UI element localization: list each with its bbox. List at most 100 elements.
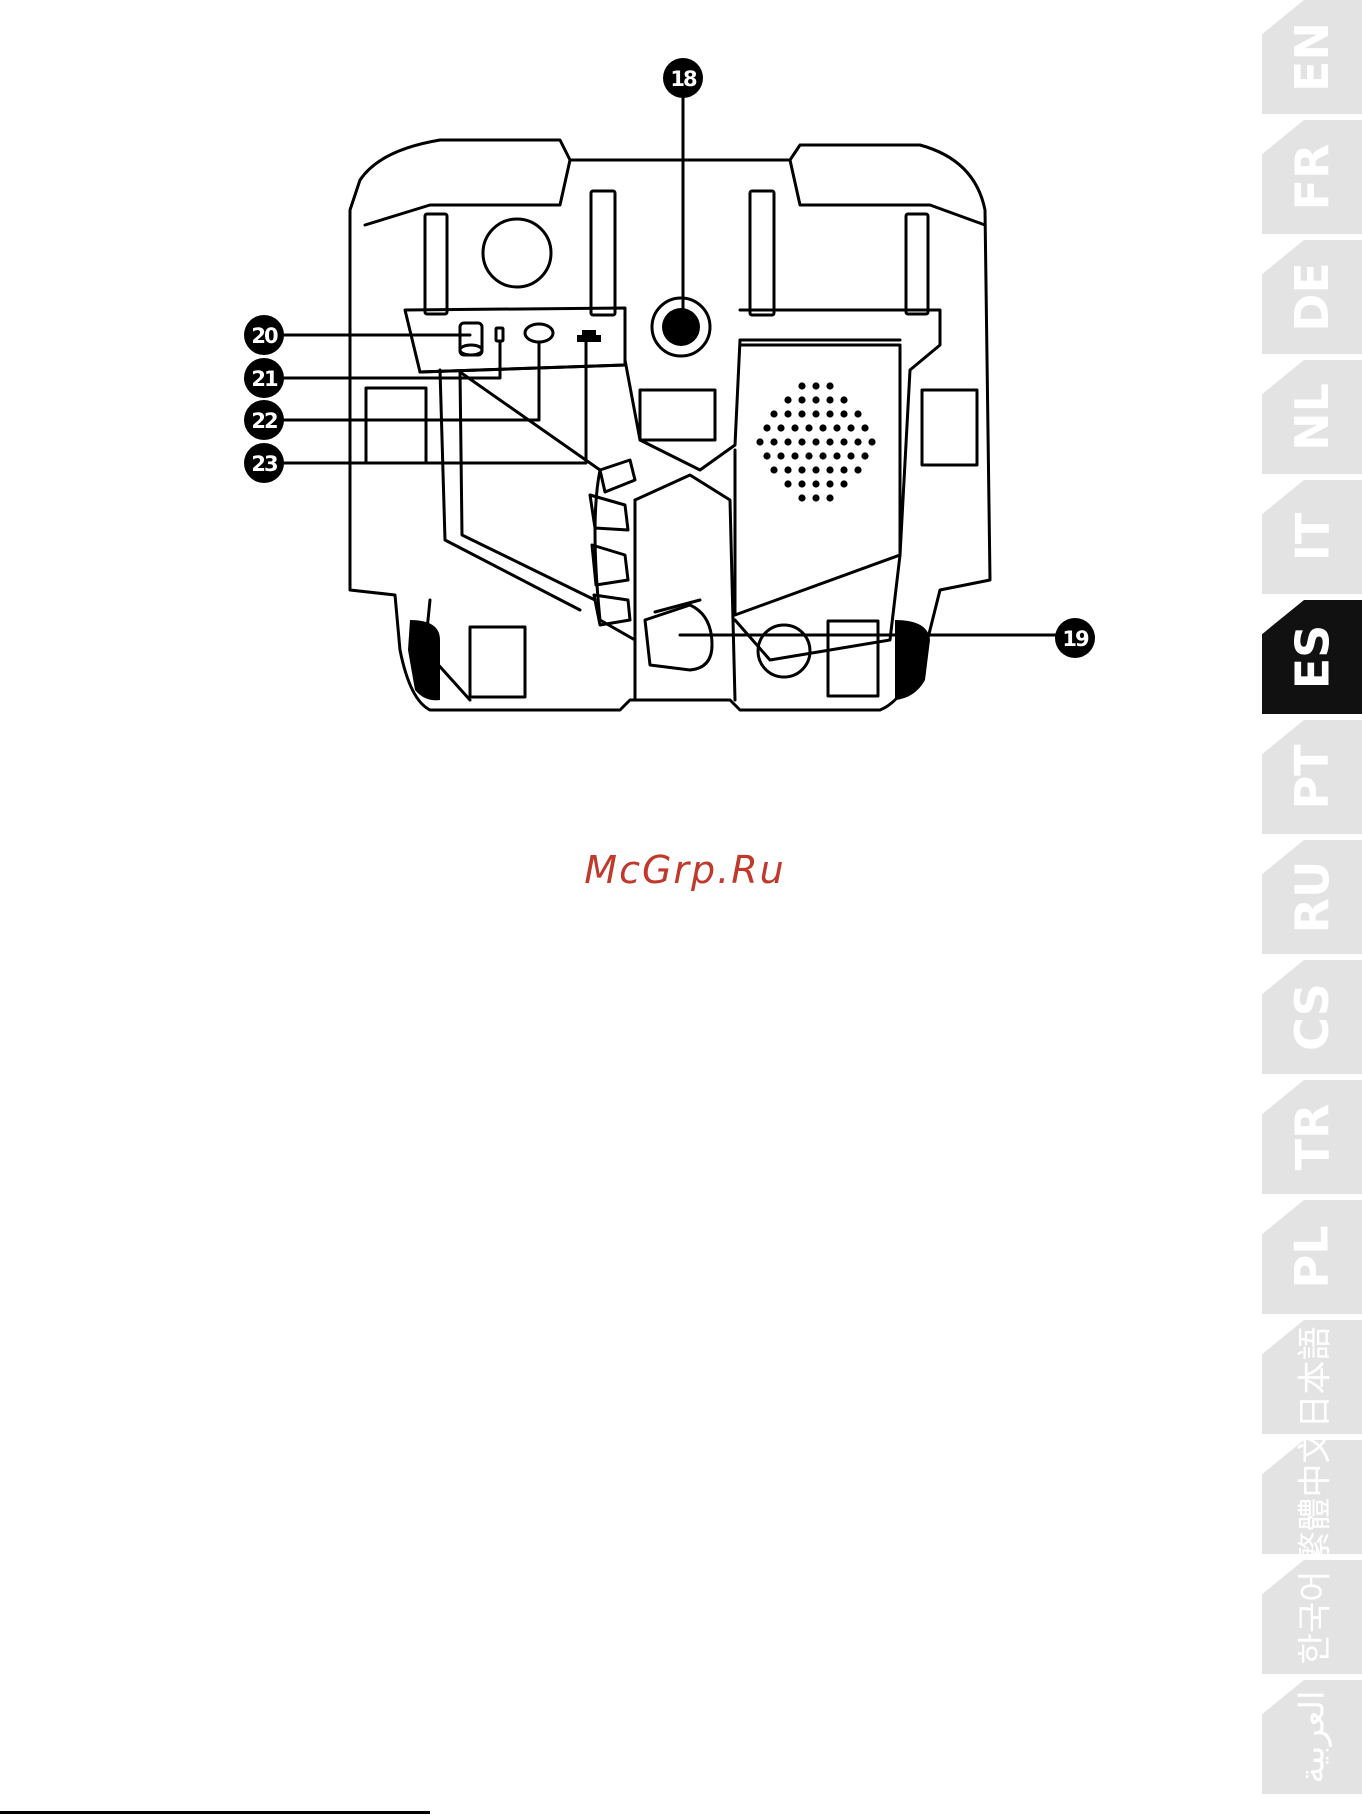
- grille-dot: [798, 480, 805, 487]
- grille-dot: [756, 438, 763, 445]
- grille-dot: [826, 480, 833, 487]
- grille-dot: [784, 396, 791, 403]
- callout-18-label: 18: [670, 67, 697, 91]
- grille-dot: [861, 452, 868, 459]
- tab-label: ES: [1285, 625, 1339, 690]
- tab-label: العربية: [1292, 1691, 1332, 1784]
- grille-dot: [798, 410, 805, 417]
- grille-dot: [770, 466, 777, 473]
- tab-tr[interactable]: TR: [1262, 1080, 1362, 1194]
- grille-dot: [791, 452, 798, 459]
- tab-de[interactable]: DE: [1262, 240, 1362, 354]
- grille-dot: [777, 424, 784, 431]
- grille-dot: [826, 396, 833, 403]
- tab-pl[interactable]: PL: [1262, 1200, 1362, 1314]
- tab-nl[interactable]: NL: [1262, 360, 1362, 474]
- grille-dot: [812, 438, 819, 445]
- tab-label: 한국어: [1288, 1570, 1337, 1664]
- grille-dot: [812, 382, 819, 389]
- grille-dot: [833, 424, 840, 431]
- bottom-rule: [0, 1811, 430, 1814]
- grille-dot: [763, 452, 770, 459]
- callout-21-label: 21: [251, 367, 278, 391]
- grille-dot: [763, 424, 770, 431]
- grille-dot: [812, 396, 819, 403]
- grille-dot: [826, 382, 833, 389]
- grille-dot: [826, 466, 833, 473]
- grille-dot: [770, 410, 777, 417]
- grille-dot: [805, 452, 812, 459]
- grille-dot: [840, 466, 847, 473]
- tab-label: 繁體中文: [1288, 1429, 1337, 1565]
- grille-dot: [826, 438, 833, 445]
- tab-ja[interactable]: 日本語: [1262, 1320, 1362, 1434]
- callout-23: 23: [244, 443, 284, 483]
- grille-dot: [798, 466, 805, 473]
- grille-dot: [847, 452, 854, 459]
- grille-dot: [840, 396, 847, 403]
- grille-dot: [784, 480, 791, 487]
- tab-it[interactable]: IT: [1262, 480, 1362, 594]
- callout-20: 20: [244, 315, 284, 355]
- grille-dot: [784, 466, 791, 473]
- callout-19-label: 19: [1062, 627, 1089, 651]
- tab-fr[interactable]: FR: [1262, 120, 1362, 234]
- grille-dot: [770, 438, 777, 445]
- grille-dot: [812, 480, 819, 487]
- tab-cs[interactable]: CS: [1262, 960, 1362, 1074]
- grille-dot: [798, 438, 805, 445]
- tab-label: PT: [1285, 744, 1339, 809]
- tab-label: TR: [1285, 1104, 1339, 1171]
- tab-ru[interactable]: RU: [1262, 840, 1362, 954]
- tab-zh-tw[interactable]: 繁體中文: [1262, 1440, 1362, 1554]
- tab-label: RU: [1285, 861, 1339, 934]
- grille-dot: [784, 438, 791, 445]
- grille-dot: [854, 410, 861, 417]
- speaker-grille: [756, 382, 875, 501]
- tab-pt[interactable]: PT: [1262, 720, 1362, 834]
- tab-label: PL: [1285, 1225, 1339, 1288]
- tab-label: IT: [1285, 513, 1339, 562]
- tab-label: EN: [1285, 22, 1339, 92]
- grille-dot: [840, 480, 847, 487]
- grille-dot: [805, 424, 812, 431]
- tab-ar[interactable]: العربية: [1262, 1680, 1362, 1794]
- callout-21: 21: [244, 358, 284, 398]
- grille-dot: [784, 410, 791, 417]
- grille-dot: [798, 396, 805, 403]
- callout-19: 19: [1055, 618, 1095, 658]
- grille-dot: [833, 452, 840, 459]
- tab-label: DE: [1285, 262, 1339, 332]
- grille-dot: [812, 494, 819, 501]
- tab-label: NL: [1285, 383, 1339, 451]
- tab-label: CS: [1285, 983, 1339, 1051]
- grille-dot: [812, 410, 819, 417]
- callout-23-label: 23: [251, 452, 277, 476]
- grille-dot: [861, 424, 868, 431]
- grille-dot: [819, 424, 826, 431]
- grille-dot: [812, 466, 819, 473]
- language-tabs: EN FR DE NL IT ES PT RU CS TR PL 日本語 繁體中…: [1262, 0, 1362, 1815]
- product-diagram: 18 19 20 21 22 23: [0, 0, 1362, 760]
- grille-dot: [854, 438, 861, 445]
- tab-ko[interactable]: 한국어: [1262, 1560, 1362, 1674]
- grille-dot: [868, 438, 875, 445]
- grille-dot: [798, 494, 805, 501]
- callout-20-label: 20: [251, 324, 278, 348]
- callout-18: 18: [663, 58, 703, 98]
- callout-22: 22: [244, 400, 284, 440]
- grille-dot: [847, 424, 854, 431]
- grille-dot: [840, 410, 847, 417]
- grille-dot: [819, 452, 826, 459]
- grille-dot: [791, 424, 798, 431]
- tab-label: FR: [1285, 144, 1339, 211]
- callout-22-label: 22: [251, 409, 277, 433]
- tab-en[interactable]: EN: [1262, 0, 1362, 114]
- tab-es[interactable]: ES: [1262, 600, 1362, 714]
- grille-dot: [777, 452, 784, 459]
- grille-dot: [826, 494, 833, 501]
- grille-dot: [826, 410, 833, 417]
- grille-dot: [854, 466, 861, 473]
- grille-dot: [798, 382, 805, 389]
- watermark-text: McGrp.Ru: [470, 848, 900, 892]
